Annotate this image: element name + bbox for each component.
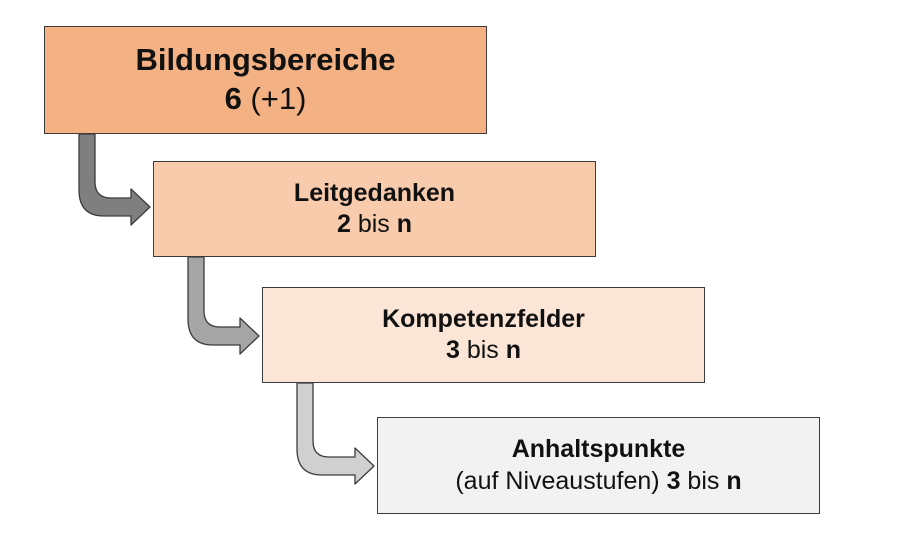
level-count: (auf Niveaustufen) 3 bis n — [455, 466, 741, 497]
count-max: n — [396, 210, 413, 238]
count-prefix: (auf Niveaustufen) — [455, 466, 667, 495]
count-suffix: bis — [350, 210, 397, 238]
count-number: 3 — [666, 466, 681, 495]
count-number: 3 — [445, 336, 460, 364]
level-count: 2 bis n — [337, 209, 412, 240]
level-count: 3 bis n — [446, 335, 521, 366]
count-suffix: (+1) — [241, 81, 307, 116]
level-box-leitgedanken: Leitgedanken 2 bis n — [153, 161, 596, 257]
level-box-anhaltspunkte: Anhaltspunkte (auf Niveaustufen) 3 bis n — [377, 417, 820, 514]
count-max: n — [505, 336, 522, 364]
level-box-bildungsbereiche: Bildungsbereiche 6 (+1) — [44, 26, 487, 134]
level-title: Bildungsbereiche — [135, 42, 396, 78]
arrow-3-to-4 — [296, 382, 375, 485]
count-number: 6 — [224, 81, 242, 116]
level-title: Anhaltspunkte — [511, 435, 686, 464]
level-box-kompetenzfelder: Kompetenzfelder 3 bis n — [262, 287, 705, 383]
level-title: Leitgedanken — [293, 178, 456, 207]
count-number: 2 — [336, 210, 351, 238]
level-title: Kompetenzfelder — [382, 304, 585, 333]
level-count: 6 (+1) — [225, 80, 307, 119]
count-suffix: bis — [459, 336, 506, 364]
count-suffix: bis — [680, 466, 727, 495]
arrow-2-to-3 — [187, 256, 260, 355]
count-max: n — [726, 466, 742, 495]
arrow-1-to-2 — [78, 133, 151, 226]
